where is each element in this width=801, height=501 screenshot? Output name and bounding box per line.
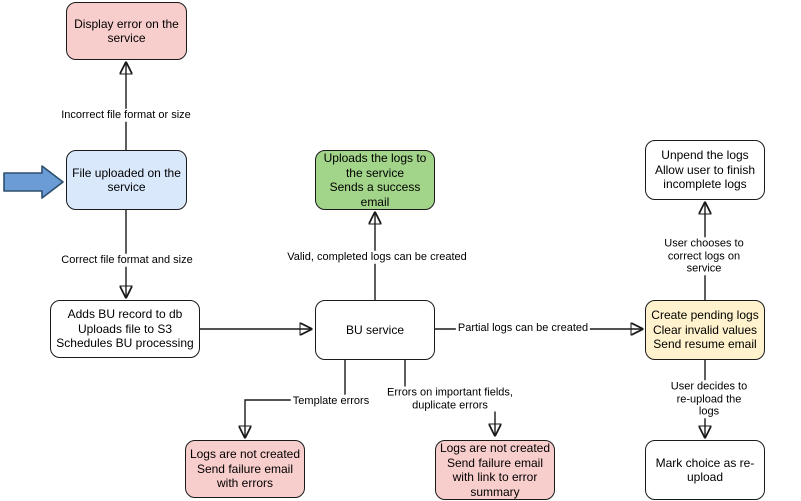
edge-label-valid-completed: Valid, completed logs can be created xyxy=(285,250,469,264)
node-adds-bu-record: Adds BU record to db Uploads file to S3 … xyxy=(50,300,200,358)
edge-label-template-errors: Template errors xyxy=(290,394,372,408)
node-unpend-logs: Unpend the logs Allow user to finish inc… xyxy=(645,140,765,200)
edge-label-important-fields: Errors on important fields, duplicate er… xyxy=(385,386,515,412)
node-logs-not-created-summary: Logs are not created Send failure email … xyxy=(435,440,555,500)
node-uploads-logs-success: Uploads the logs to the service Sends a … xyxy=(315,150,435,210)
node-logs-not-created-errors: Logs are not created Send failure email … xyxy=(185,440,305,498)
node-file-uploaded: File uploaded on the service xyxy=(66,150,187,210)
entry-thick-right-arrow-icon xyxy=(3,165,64,199)
edge-label-user-chooses: User chooses to correct logs on service xyxy=(655,237,753,275)
edge-label-partial-logs: Partial logs can be created xyxy=(455,321,591,335)
node-display-error: Display error on the service xyxy=(66,2,187,60)
node-mark-reupload: Mark choice as re- upload xyxy=(645,440,765,500)
edge-label-incorrect-format: Incorrect file format or size xyxy=(59,108,193,122)
node-bu-service: BU service xyxy=(315,300,435,360)
node-create-pending-logs: Create pending logs Clear invalid values… xyxy=(645,300,765,360)
edge-label-correct-format: Correct file format and size xyxy=(59,253,195,267)
edge-label-user-decides: User decides to re-upload the logs xyxy=(663,380,755,418)
